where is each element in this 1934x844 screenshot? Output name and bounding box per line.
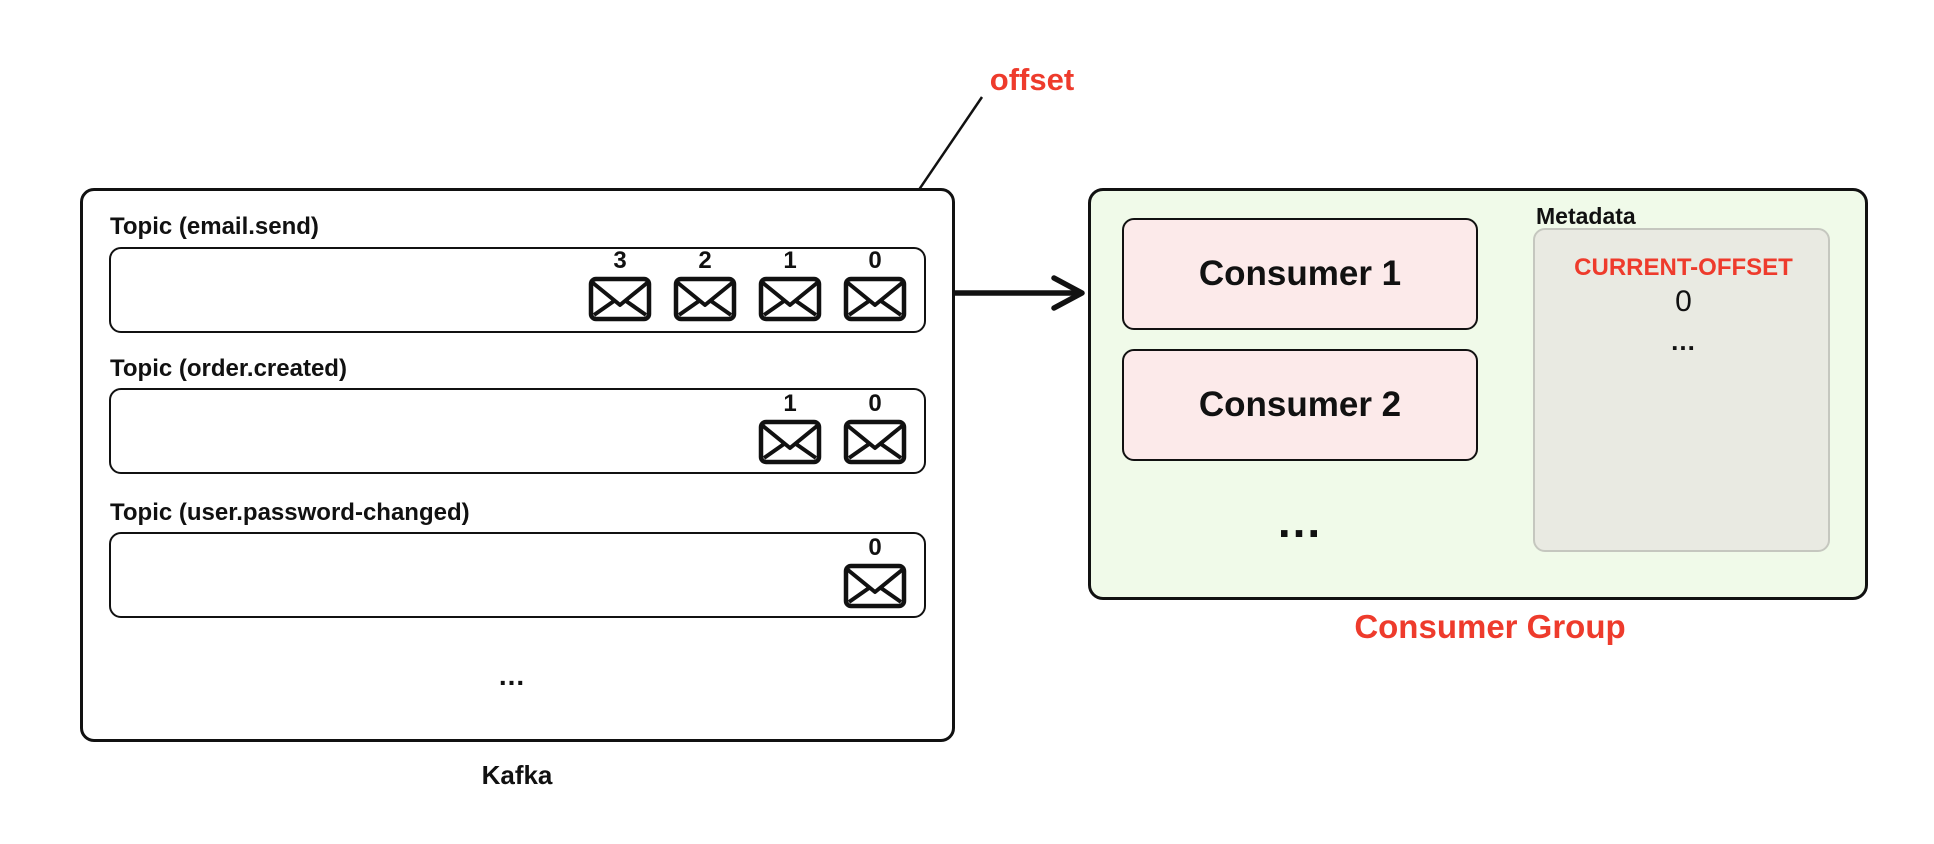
offset-number: 1 [783,247,797,274]
message-envelope-icon [588,276,652,322]
message-envelope-icon [843,276,907,322]
offset-number: 1 [783,390,797,417]
offset-annotation-label: offset [989,62,1075,97]
offset-number: 0 [868,247,882,274]
message-envelope-icon [758,276,822,322]
offset-number: 2 [698,247,712,274]
offset-number: 0 [868,390,882,417]
message-row-user-password-changed: 0 [843,534,907,609]
current-offset-value: 0 [1675,285,1692,318]
metadata-title: Metadata [1536,203,1636,229]
message-slot: 1 [758,247,822,322]
message-slot: 3 [588,247,652,322]
offset-number: 0 [868,534,882,561]
message-slot: 1 [758,390,822,465]
metadata-more-ellipsis: ... [1671,326,1696,356]
topic-label-order-created: Topic (order.created) [110,355,347,382]
consumer-2-box: Consumer 2 [1122,349,1478,461]
topic-label-email-send: Topic (email.send) [110,213,319,240]
message-envelope-icon [843,563,907,609]
message-slot: 0 [843,534,907,609]
flow-arrow-head-icon [1051,275,1085,311]
message-envelope-icon [843,419,907,465]
message-envelope-icon [758,419,822,465]
consumer-2-label: Consumer 2 [1198,385,1402,424]
message-slot: 2 [673,247,737,322]
message-envelope-icon [673,276,737,322]
consumer-group-caption: Consumer Group [1354,608,1626,645]
more-consumers-ellipsis: ... [1277,495,1323,547]
message-row-order-created: 1 0 [758,390,907,465]
offset-number: 3 [613,247,627,274]
topic-partition-user-password-changed [109,532,926,618]
kafka-caption: Kafka [481,760,553,790]
message-slot: 0 [843,390,907,465]
consumer-1-label: Consumer 1 [1198,254,1402,293]
consumer-1-box: Consumer 1 [1122,218,1478,330]
message-slot: 0 [843,247,907,322]
metadata-box: CURRENT-OFFSET 0 ... [1533,228,1830,552]
kafka-more-topics-ellipsis: ... [498,660,526,691]
current-offset-key: CURRENT-OFFSET [1574,254,1793,281]
message-row-email-send: 3 2 1 0 [588,247,907,322]
topic-label-user-password-changed: Topic (user.password-changed) [110,499,470,526]
